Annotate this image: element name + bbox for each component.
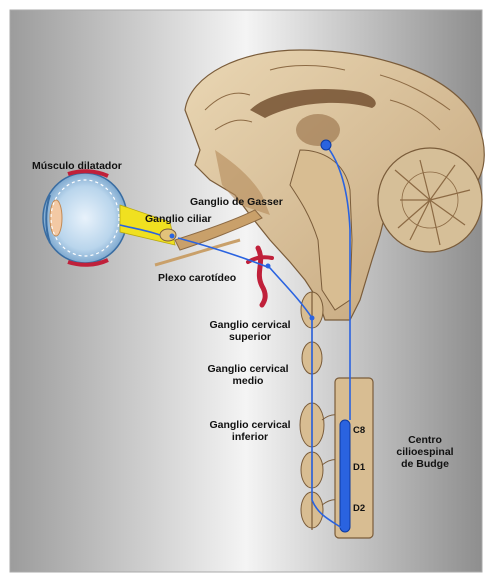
hypothalamus-dot <box>321 140 331 150</box>
label-ganglio-ciliar: Ganglio ciliar <box>145 213 212 225</box>
cerebellum <box>378 148 482 252</box>
label-musculo-dilatador: Músculo dilatador <box>32 160 122 172</box>
ciliospinal-center-bar <box>340 420 350 532</box>
label-gcm-line2: medio <box>198 375 298 387</box>
label-gcs-line1: Ganglio cervical <box>200 319 300 331</box>
label-gci-line2: inferior <box>200 431 300 443</box>
label-ganglio-cervical-superior: Ganglio cervical superior <box>200 319 300 343</box>
label-gcm-line1: Ganglio cervical <box>198 363 298 375</box>
label-centro-line3: de Budge <box>385 458 465 470</box>
label-centro-cilioespinal: Centro cilioespinal de Budge <box>385 434 465 470</box>
label-ganglio-cervical-inferior: Ganglio cervical inferior <box>200 419 300 443</box>
label-gcs-line2: superior <box>200 331 300 343</box>
label-centro-line1: Centro <box>385 434 465 446</box>
label-ganglio-cervical-medio: Ganglio cervical medio <box>198 363 298 387</box>
label-centro-line2: cilioespinal <box>385 446 465 458</box>
label-plexo-carotideo: Plexo carotídeo <box>158 272 236 284</box>
label-gci-line1: Ganglio cervical <box>200 419 300 431</box>
label-d2: D2 <box>353 503 365 515</box>
label-ganglio-gasser: Ganglio de Gasser <box>190 196 283 208</box>
label-c8: C8 <box>353 425 365 437</box>
label-d1: D1 <box>353 462 365 474</box>
